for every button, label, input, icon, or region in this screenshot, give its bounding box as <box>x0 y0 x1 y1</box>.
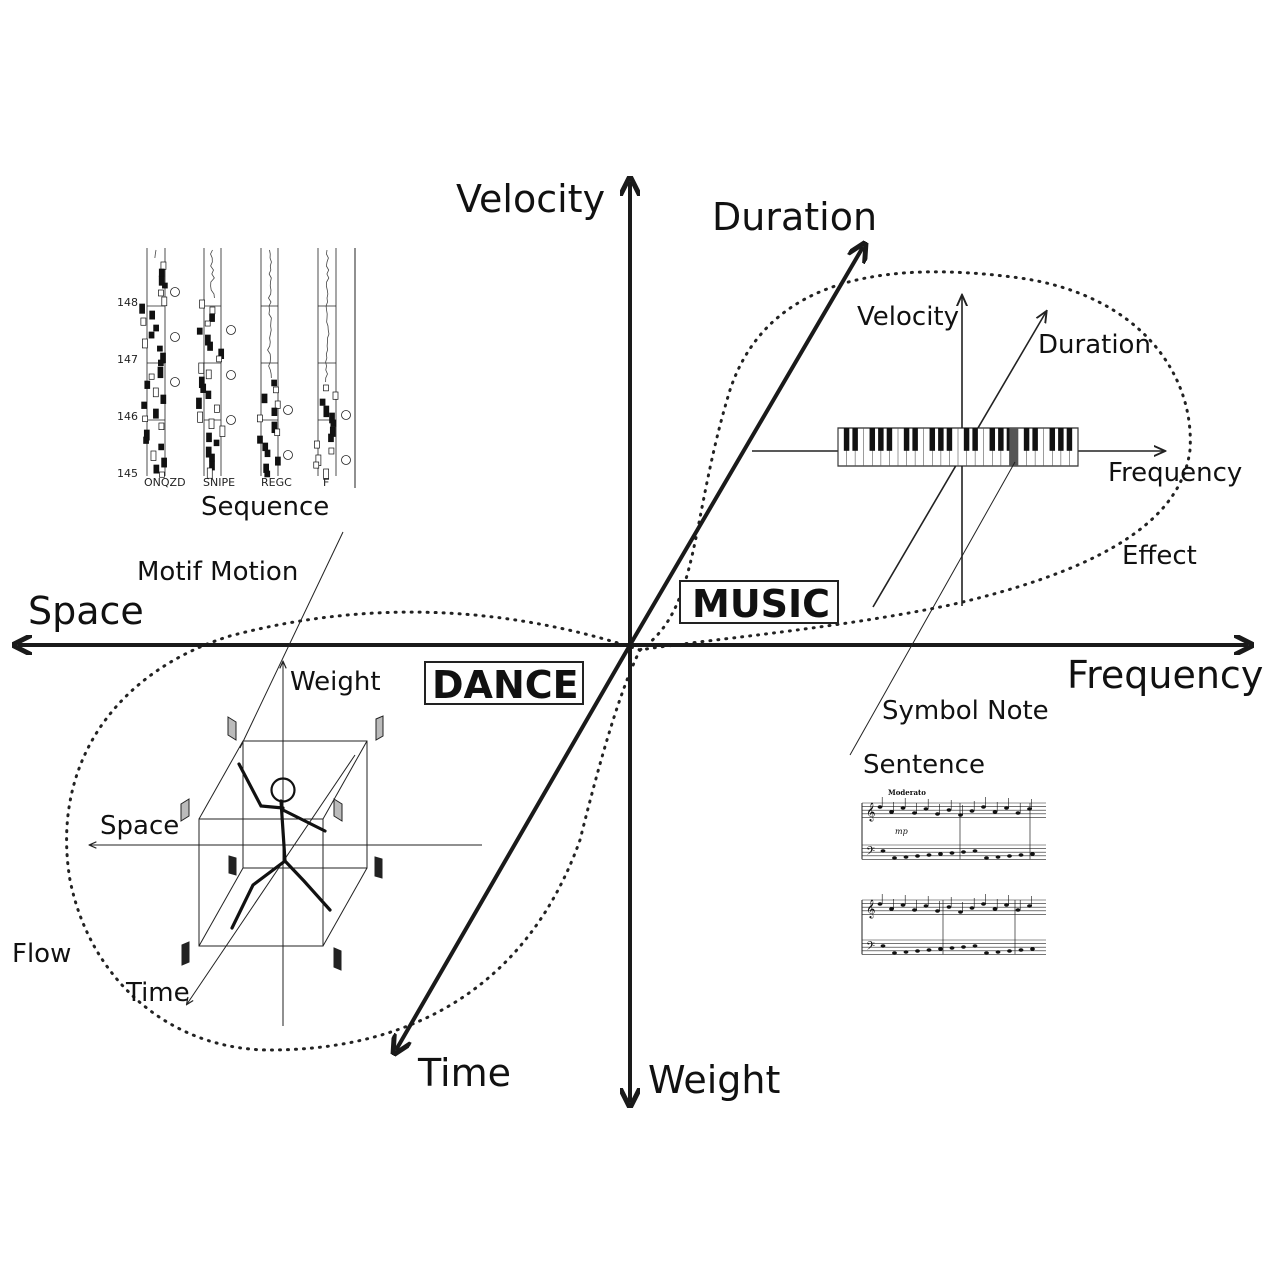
svg-text:𝄢: 𝄢 <box>866 845 875 861</box>
inset-time-axis <box>187 754 356 1004</box>
score-tempo: Moderato <box>888 788 926 797</box>
labanotation-score-icon: 148 147 146 145 ONQZD SNIPE REGC F <box>117 248 356 489</box>
inset-frequency-label: Frequency <box>1108 458 1242 488</box>
svg-text:𝄞: 𝄞 <box>866 802 875 822</box>
effect-label: Effect <box>1122 541 1197 571</box>
symbol-note-label: Symbol Note <box>882 696 1049 726</box>
column-label: ONQZD <box>144 476 186 489</box>
inset-space-label: Space <box>100 811 179 841</box>
sentence-label: Sentence <box>863 750 985 780</box>
space-axis-label: Space <box>28 589 144 633</box>
motif-motion-label: Motif Motion <box>137 557 298 587</box>
column-label: SNIPE <box>203 476 235 489</box>
motif-motion-leader <box>239 531 344 749</box>
inset-time-label: Time <box>125 978 190 1008</box>
music-label-box <box>679 580 839 624</box>
column-label: REGC <box>261 476 292 489</box>
measure-number: 147 <box>117 353 138 366</box>
flow-label: Flow <box>12 939 71 969</box>
score-dynamic: mp <box>895 827 908 836</box>
dance-region-label: DANCE <box>432 663 579 707</box>
music-boundary <box>639 270 1192 652</box>
kinesphere-cube <box>198 740 368 947</box>
svg-text:𝄢: 𝄢 <box>866 940 875 956</box>
symbol-note-leader <box>849 461 1016 756</box>
main-axes <box>18 182 1248 1102</box>
sequence-label: Sequence <box>201 492 329 522</box>
dance-inset: 148 147 146 145 ONQZD SNIPE REGC F Seque… <box>12 248 482 1026</box>
dance-label-box <box>424 661 584 705</box>
inset-velocity-label: Velocity <box>857 302 959 332</box>
frequency-axis-label: Frequency <box>1067 653 1263 697</box>
piano-keyboard-icon <box>837 427 1079 467</box>
column-label: F <box>323 476 329 489</box>
measure-number: 148 <box>117 296 138 309</box>
stick-figure-icon <box>230 762 332 930</box>
dance-boundary <box>65 610 643 1052</box>
svg-text:𝄞: 𝄞 <box>866 899 875 919</box>
duration-axis-label: Duration <box>712 195 877 239</box>
time-axis-label: Time <box>417 1051 511 1095</box>
inset-weight-label: Weight <box>290 667 381 697</box>
direction-markers <box>180 715 384 971</box>
measure-number: 146 <box>117 410 138 423</box>
inset-duration-label: Duration <box>1038 330 1151 360</box>
weight-axis-label: Weight <box>648 1058 780 1102</box>
music-inset: Velocity Duration Frequency Effect Symbo… <box>752 296 1242 956</box>
duration-axis <box>628 247 863 647</box>
time-axis <box>396 643 632 1050</box>
velocity-axis-label: Velocity <box>456 177 605 221</box>
sheet-music-icon: Moderato mp 𝄞 𝄢 𝄞 𝄢 <box>861 788 1046 956</box>
measure-number: 145 <box>117 467 138 480</box>
music-region-label: MUSIC <box>692 582 830 626</box>
